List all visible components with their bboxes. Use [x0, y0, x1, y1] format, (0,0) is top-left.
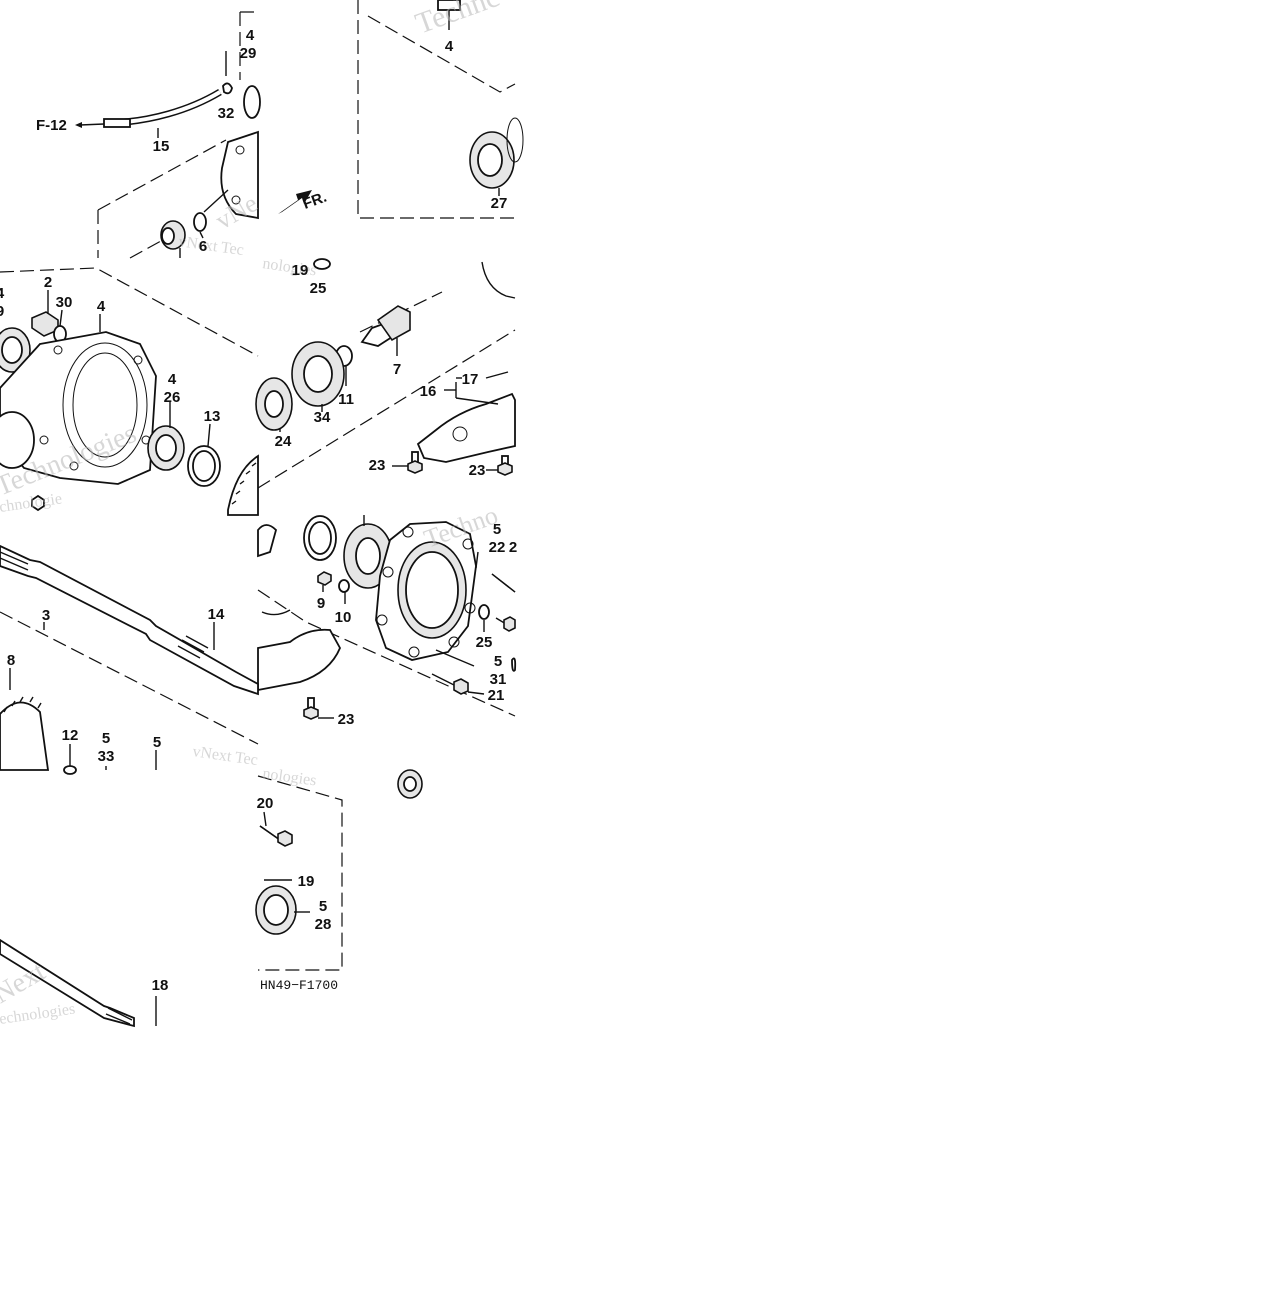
watermark-text: Technc — [411, 0, 503, 41]
part-callout: 8 — [7, 652, 15, 669]
callout-layer: 4293215642719254923044261371716113424232… — [0, 27, 517, 994]
part-callout: 4 — [246, 27, 255, 44]
part-callout: 23 — [338, 711, 355, 728]
part-callout: 26 — [164, 389, 181, 406]
tile-mid-right — [257, 515, 517, 720]
part-callout: 11 — [338, 391, 354, 408]
part-callout: 21 — [488, 687, 505, 704]
part-callout: 31 — [490, 671, 507, 688]
part-callout: 3 — [42, 607, 50, 624]
tile-top-middle — [357, 0, 524, 219]
part-callout: 30 — [56, 294, 73, 311]
part-callout: 9 — [317, 595, 325, 612]
part-callout: 6 — [199, 238, 207, 255]
part-callout: 5 — [319, 898, 327, 915]
tile-top-left — [75, 11, 312, 259]
part-callout: 18 — [152, 977, 169, 994]
part-callout: 5 — [494, 653, 502, 670]
watermark-text: Next — [0, 956, 51, 1010]
part-callout: 25 — [476, 634, 493, 651]
diagram-code: HN49−F1700 — [260, 978, 338, 993]
part-callout: 5 — [153, 734, 161, 751]
part-callout: 4 — [97, 298, 106, 315]
part-callout: 10 — [335, 609, 352, 626]
part-callout: 19 — [298, 873, 315, 890]
part-callout: 24 — [275, 433, 292, 450]
part-callout: 28 — [315, 916, 332, 933]
part-callout: 12 — [62, 727, 79, 744]
part-callout: 5 — [493, 521, 501, 538]
part-callout: 19 — [292, 262, 309, 279]
part-callout: 2 — [509, 539, 517, 556]
part-callout: 17 — [462, 371, 479, 388]
part-callout: 20 — [257, 795, 274, 812]
watermark-text: vNext Tec — [177, 233, 244, 259]
part-callout: 25 — [310, 280, 327, 297]
part-callout: 23 — [469, 462, 486, 479]
part-callout: 4 — [168, 371, 177, 388]
part-callout: 4 — [0, 285, 5, 302]
part-callout: 13 — [204, 408, 221, 425]
part-callout: 34 — [314, 409, 331, 426]
tile-lower-left — [0, 545, 259, 775]
part-callout: 9 — [0, 303, 4, 320]
part-callout: 16 — [420, 383, 437, 400]
watermark-text: nologies — [261, 765, 317, 789]
part-callout: 5 — [102, 730, 110, 747]
reference-label: F-12 — [36, 117, 67, 134]
part-callout: 27 — [491, 195, 508, 212]
part-callout: 4 — [445, 38, 454, 55]
part-callout: 32 — [218, 105, 235, 122]
watermark-text: vNext Tec — [191, 743, 258, 769]
tile-bottom-left — [0, 938, 157, 1028]
tile-center — [255, 258, 516, 489]
tile-bottom — [255, 769, 423, 971]
part-callout: 15 — [153, 138, 170, 155]
part-callout: 7 — [393, 361, 401, 378]
tile-mid-left — [0, 267, 259, 516]
part-callout: 33 — [98, 748, 115, 765]
part-callout: 2 — [44, 274, 52, 291]
watermark-text: nologies — [261, 255, 317, 279]
part-callout: 14 — [208, 606, 225, 623]
part-callout: 29 — [240, 45, 257, 62]
part-callout: 22 — [489, 539, 506, 556]
part-callout: 23 — [369, 457, 386, 474]
